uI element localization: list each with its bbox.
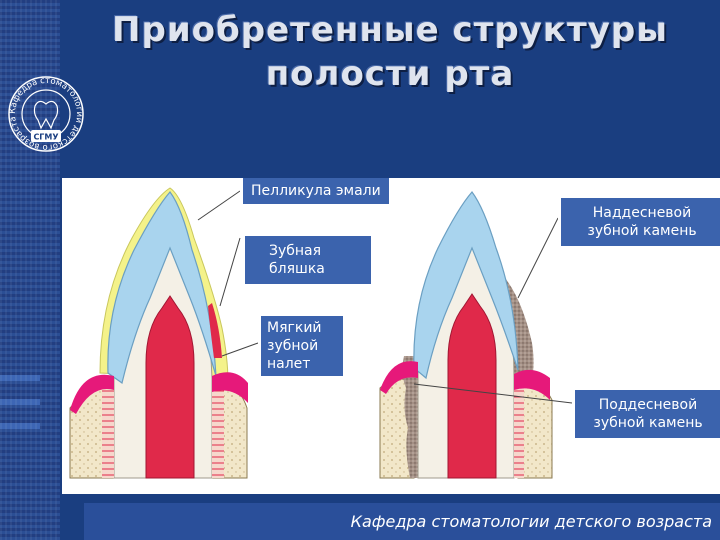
label-soft-line1: Мягкий [267, 319, 337, 337]
left-pulp [146, 296, 194, 478]
label-soft-line2: зубной [267, 337, 337, 355]
label-supra-line1: Наддесневой [569, 204, 715, 222]
left-tooth [70, 188, 248, 478]
right-tooth [380, 192, 552, 478]
label-plaque-line1: Зубная [269, 242, 361, 260]
strip-mark [0, 399, 40, 405]
left-pdl-right [212, 390, 224, 478]
leader-plaque [220, 238, 240, 306]
tooth-emblem-icon [34, 101, 57, 128]
label-plaque: Зубная бляшка [242, 236, 371, 284]
seal-badge-text: СГМУ [33, 133, 58, 142]
label-subgingival: Поддесневой зубной камень [572, 390, 720, 438]
leader-soft [222, 343, 258, 356]
title-line-1: Приобретенные структуры [60, 8, 720, 52]
strip-marks [0, 375, 40, 447]
label-supra-line2: зубной камень [569, 222, 715, 240]
label-supragingival: Наддесневой зубной камень [558, 198, 720, 246]
right-pulp [448, 294, 496, 478]
left-pdl-left [102, 390, 114, 478]
strip-mark [0, 375, 40, 381]
leader-pellicle [198, 191, 240, 220]
footer-department: Кафедра стоматологии детского возраста [84, 503, 720, 540]
right-pdl-right [514, 388, 524, 478]
leader-supra [518, 218, 558, 298]
label-pellicle: Пелликула эмали [240, 178, 389, 204]
illustration-area: Пелликула эмали Зубная бляшка Мягкий зуб… [62, 178, 720, 494]
label-soft-deposit: Мягкий зубной налет [258, 316, 343, 376]
strip-mark [0, 423, 40, 429]
label-pellicle-text: Пелликула эмали [251, 183, 381, 199]
title-line-2: полости рта [60, 52, 720, 96]
label-plaque-line2: бляшка [269, 260, 361, 278]
label-soft-line3: налет [267, 355, 337, 373]
slide-title: Приобретенные структуры полости рта [60, 8, 720, 96]
label-sub-line1: Поддесневой [583, 396, 713, 414]
label-sub-line2: зубной камень [583, 414, 713, 432]
